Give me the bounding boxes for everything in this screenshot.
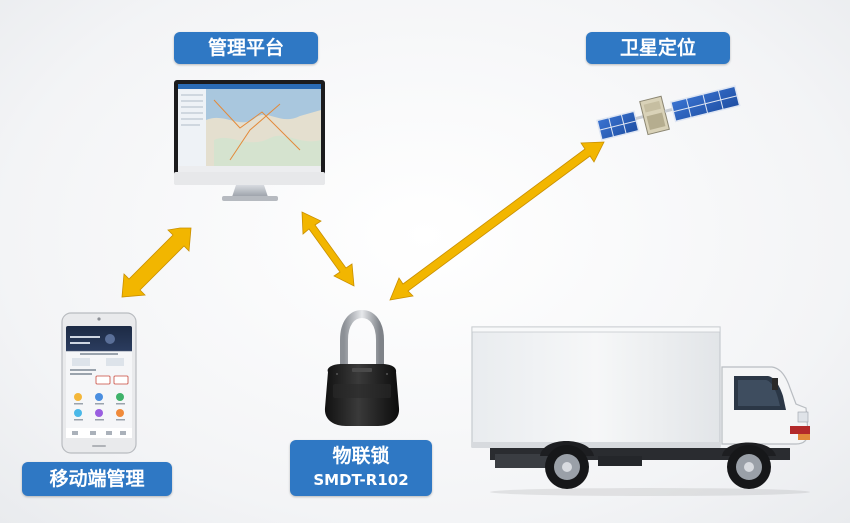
desktop-monitor-icon xyxy=(174,80,325,201)
box-truck-icon xyxy=(471,326,810,496)
lock-model-text: SMDT-R102 xyxy=(313,471,409,489)
satellite-positioning-text: 卫星定位 xyxy=(619,37,696,59)
padlock-icon xyxy=(324,309,400,426)
arrow-monitor-lock xyxy=(301,211,355,287)
management-platform-label: 管理平台 xyxy=(174,32,318,64)
satellite-positioning-label: 卫星定位 xyxy=(586,32,730,64)
satellite-icon xyxy=(596,85,741,141)
iot-lock-label: 物联锁 SMDT-R102 xyxy=(290,440,432,496)
management-platform-text: 管理平台 xyxy=(207,37,284,59)
arrow-satellite-lock xyxy=(389,141,605,301)
arrow-monitor-phone xyxy=(121,227,192,298)
mobile-management-text: 移动端管理 xyxy=(49,468,145,490)
smartphone-icon xyxy=(61,312,137,454)
iot-lock-text: 物联锁 xyxy=(332,445,390,467)
mobile-management-label: 移动端管理 xyxy=(22,462,172,496)
